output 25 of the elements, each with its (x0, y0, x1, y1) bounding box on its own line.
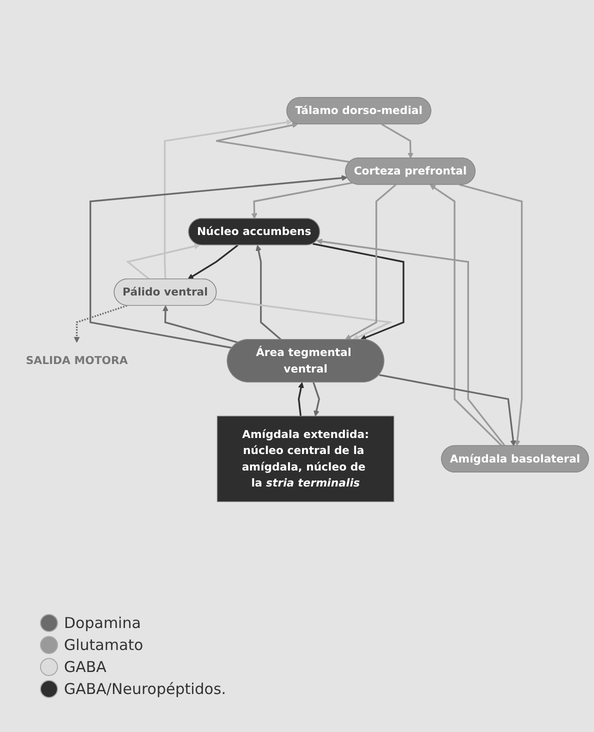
arrow (312, 243, 404, 341)
arrow (459, 184, 523, 447)
arrow (215, 122, 350, 164)
node-text: SALIDA MOTORA (26, 354, 128, 368)
arrow (90, 175, 348, 350)
arrow (74, 305, 128, 344)
arrow (188, 244, 238, 280)
arrow (312, 382, 320, 417)
legend-label: GABA/Neuropéptidos. (64, 680, 226, 698)
arrow (379, 374, 516, 447)
arrow (162, 306, 238, 344)
legend-label: Glutamato (64, 636, 144, 654)
arrow (381, 124, 414, 159)
arrow (251, 182, 352, 220)
arrow (256, 245, 282, 341)
arrow (126, 244, 200, 280)
arrow (214, 298, 393, 340)
legend-label: GABA (64, 658, 106, 676)
arrow (164, 120, 292, 280)
arrow (430, 184, 503, 448)
arrow (345, 184, 396, 340)
arrow (316, 238, 506, 447)
arrow (298, 382, 304, 417)
legend-label: Dopamina (64, 614, 141, 632)
node-box: Amígdala extendida: núcleo central de la amígdala, núcleo de la stria terminalis (216, 416, 394, 502)
